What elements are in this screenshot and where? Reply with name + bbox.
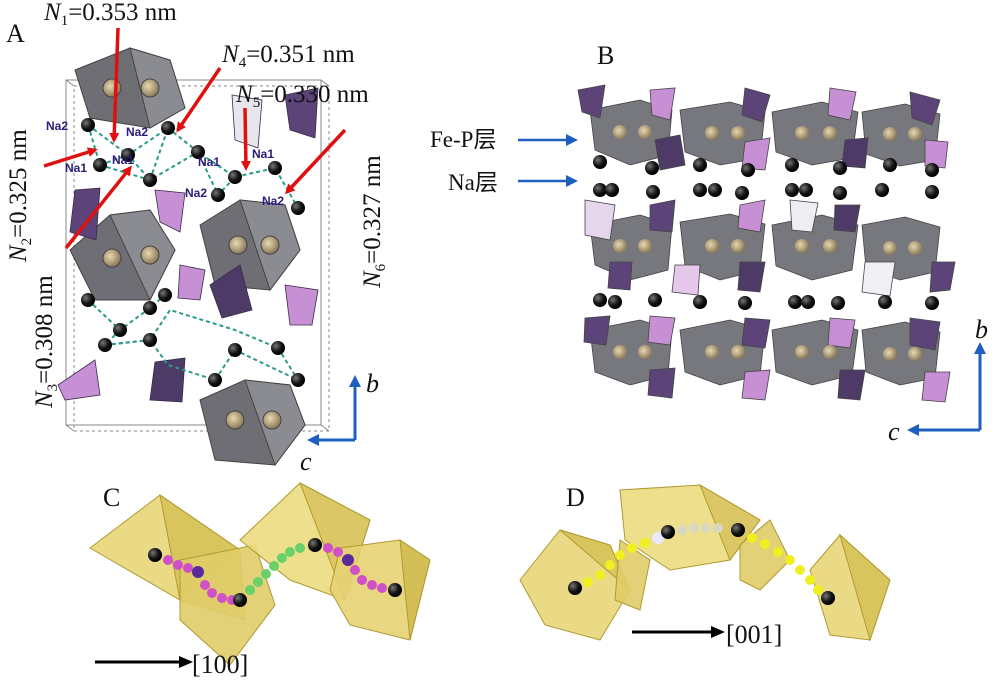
layer-label-fe-p: Fe-P层 — [430, 127, 496, 152]
panel-b: B — [430, 41, 988, 446]
panel-d-letter: D — [566, 483, 585, 512]
na-label-6: Na1 — [252, 147, 274, 161]
na-label-3: Na1 — [112, 153, 134, 167]
distance-labels: N1=0.353 nm N4=0.351 nm N5=0.330 nm N2=0… — [5, 0, 389, 409]
yellow-octahedra-c — [89, 481, 431, 666]
panel-d: D [001] — [519, 483, 891, 649]
distance-n1: N1=0.353 nm — [43, 0, 177, 29]
diffusion-path-c — [148, 538, 402, 607]
na-label-8: Na2 — [262, 194, 284, 208]
fe-p-layers — [577, 84, 956, 403]
diffusion-path-d — [568, 523, 835, 605]
na-atoms-a — [81, 118, 305, 387]
panel-b-letter: B — [597, 41, 614, 70]
panel-c-letter: C — [103, 483, 120, 512]
panel-a-letter: A — [6, 19, 25, 48]
axes-a: b c — [300, 369, 379, 476]
p-tetrahedra-a — [57, 87, 319, 403]
layer-labels: Fe-P层 Na层 — [430, 127, 578, 195]
measurement-arrows — [43, 27, 347, 250]
na-label-7: Na2 — [185, 186, 207, 200]
axes-b: b c — [888, 315, 988, 446]
direction-label-c: [100] — [192, 650, 248, 679]
axis-b-label-b: b — [975, 315, 988, 344]
axis-c-label-b: c — [888, 417, 900, 446]
axis-b-label-a: b — [366, 369, 379, 398]
na-layers — [593, 155, 939, 310]
na-label-5: Na1 — [198, 155, 220, 169]
na-label-4: Na1 — [65, 161, 87, 175]
distance-n6: N6=0.327 nm — [359, 155, 389, 289]
distance-n4: N4=0.351 nm — [221, 41, 355, 71]
distance-n5: N5=0.330 nm — [235, 81, 369, 111]
layer-label-na: Na层 — [448, 170, 498, 195]
panel-c: C [100] — [89, 481, 431, 679]
na-label-1: Na2 — [46, 119, 68, 133]
na-label-2: Na2 — [126, 125, 148, 139]
axis-c-label-a: c — [300, 447, 312, 476]
direction-label-d: [001] — [726, 620, 782, 649]
panel-a: A — [5, 0, 389, 476]
fe-octahedra-a — [69, 47, 306, 467]
distance-n2: N2=0.325 nm — [5, 129, 35, 263]
distance-n3: N3=0.308 nm — [31, 275, 61, 409]
na-site-labels: Na2 Na2 Na1 Na1 Na1 Na1 Na2 Na2 — [46, 119, 284, 208]
